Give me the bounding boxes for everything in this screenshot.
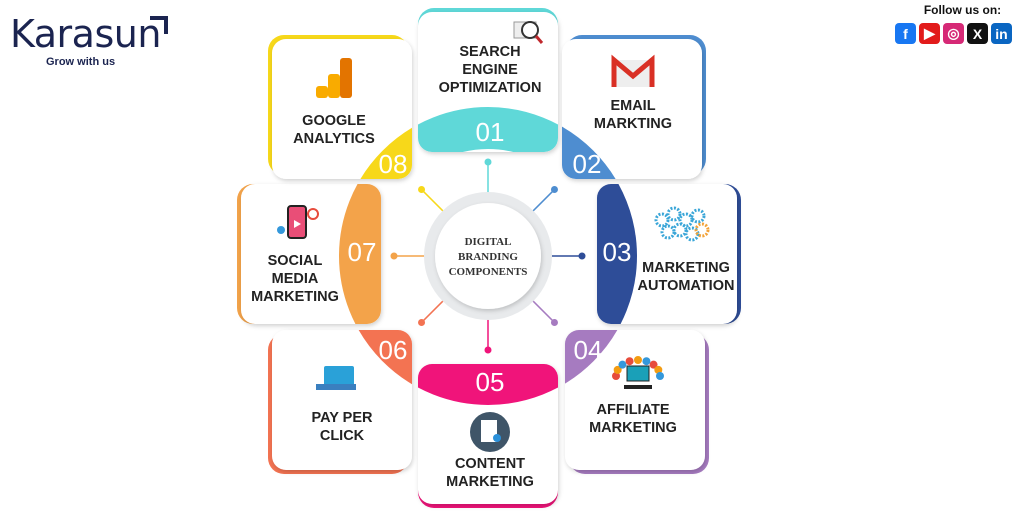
- center-title: BRANDING: [458, 251, 518, 263]
- number-band: [565, 330, 637, 405]
- component-label: MARKETING: [642, 260, 730, 276]
- card-body: [597, 184, 737, 324]
- gears-icon: [654, 206, 710, 242]
- youtube-icon[interactable]: ▶: [919, 23, 940, 44]
- card-body: [272, 39, 412, 179]
- social-media-phone-icon: [277, 205, 319, 239]
- seo-magnifier-icon: [513, 21, 544, 44]
- logo-wordmark: Karasun: [10, 12, 161, 56]
- number-band: [418, 107, 558, 152]
- component-label: MARKETING: [251, 289, 339, 305]
- connector-dot: [484, 346, 492, 354]
- logo-tagline: Grow with us: [46, 56, 116, 68]
- connector-dot: [418, 318, 426, 326]
- component-number: 07: [348, 237, 377, 267]
- component-label: AFFILIATE: [596, 402, 669, 418]
- component-label: CLICK: [320, 428, 365, 444]
- component-label: MARKETING: [446, 474, 534, 490]
- component-label: MARKTING: [594, 116, 672, 132]
- card-frame: [601, 184, 741, 324]
- component-label: MEDIA: [272, 271, 319, 287]
- component-label: EMAIL: [610, 98, 655, 114]
- component-number: 08: [379, 149, 408, 179]
- component-card-08: 08 GOOGLE ANALYTICS: [268, 35, 412, 179]
- component-number: 01: [476, 117, 505, 147]
- connector-dot: [484, 158, 492, 166]
- affiliate-network-icon: [612, 356, 664, 389]
- component-label: OPTIMIZATION: [439, 80, 542, 96]
- component-number: 03: [603, 237, 632, 267]
- card-body: [272, 330, 412, 470]
- component-number: 02: [573, 149, 602, 179]
- x-icon[interactable]: X: [967, 23, 988, 44]
- card-body: [562, 39, 702, 179]
- component-label: SOCIAL: [268, 253, 323, 269]
- document-icon: [470, 412, 510, 452]
- connector-line: [529, 190, 554, 215]
- instagram-icon[interactable]: ◎: [943, 23, 964, 44]
- center-hub: DIGITAL BRANDING COMPONENTS: [424, 192, 552, 320]
- connector-dot: [390, 252, 398, 260]
- facebook-icon[interactable]: f: [895, 23, 916, 44]
- component-number: 05: [476, 367, 505, 397]
- follow-title: Follow us on:: [923, 3, 1002, 17]
- number-band: [339, 184, 381, 324]
- component-label: PAY PER: [312, 410, 374, 426]
- component-label: ANALYTICS: [293, 131, 375, 147]
- number-band: [418, 364, 558, 405]
- card-frame: [566, 35, 706, 175]
- number-band: [339, 330, 412, 405]
- component-label: CONTENT: [455, 456, 525, 472]
- karasun-logo: Karasun Grow with us: [6, 10, 176, 70]
- google-analytics-icon: [316, 58, 352, 98]
- arrow-up-right-icon: [150, 16, 168, 34]
- number-band: [562, 107, 637, 179]
- component-card-01: 01 SEARCH ENGINE OPTIMIZATION: [418, 8, 558, 152]
- component-label: SEARCH: [459, 44, 520, 60]
- card-frame: [418, 8, 558, 148]
- card-frame: [569, 334, 709, 474]
- card-body: [418, 364, 558, 504]
- card-body: [565, 330, 705, 470]
- number-band: [339, 107, 412, 179]
- card-frame: [237, 184, 377, 324]
- component-label: MARKETING: [589, 420, 677, 436]
- linkedin-icon[interactable]: in: [991, 23, 1012, 44]
- card-body: [241, 184, 381, 324]
- pay-per-click-icon: [316, 366, 356, 390]
- center-title: COMPONENTS: [449, 266, 528, 278]
- connector-line: [422, 190, 447, 215]
- connector-line: [529, 297, 554, 322]
- connector-line: [422, 297, 447, 322]
- connector-dot: [578, 252, 586, 260]
- center-title: DIGITAL: [465, 236, 512, 248]
- card-frame: [268, 35, 408, 175]
- component-label: ENGINE: [462, 62, 518, 78]
- connector-dot: [550, 186, 558, 194]
- connector-dot: [550, 318, 558, 326]
- gmail-icon: [611, 54, 655, 87]
- component-number: 04: [574, 335, 603, 365]
- card-frame: [268, 334, 408, 474]
- component-card-02: 02 EMAIL MARKTING: [562, 35, 706, 179]
- connector-dot: [418, 186, 426, 194]
- number-band: [597, 184, 637, 324]
- component-label: AUTOMATION: [638, 278, 735, 294]
- component-label: GOOGLE: [302, 113, 366, 129]
- component-number: 06: [379, 335, 408, 365]
- card-frame: [418, 368, 558, 508]
- card-body: [418, 12, 558, 152]
